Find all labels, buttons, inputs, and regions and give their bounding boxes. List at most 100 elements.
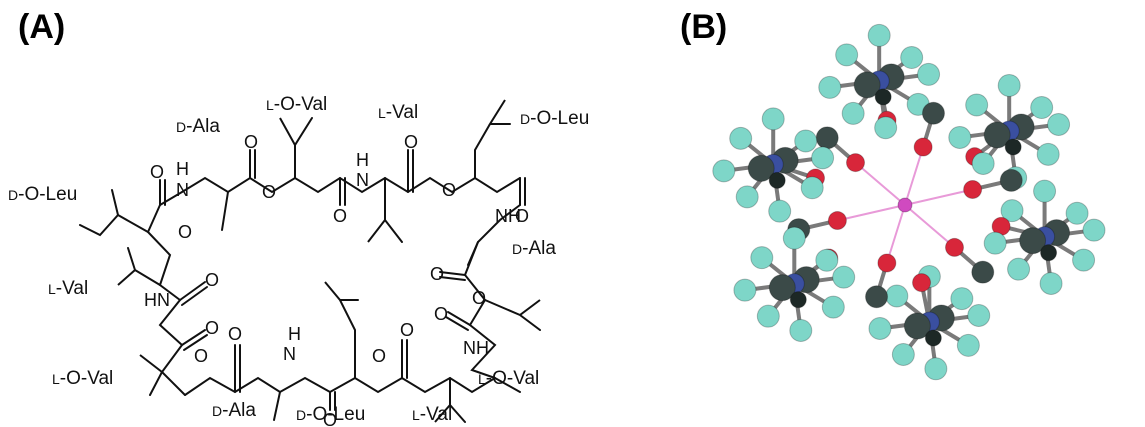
panel-a-label: (A) (18, 8, 66, 46)
bond (1044, 228, 1095, 239)
atom-n: N (283, 344, 296, 364)
nitrogen-atom (918, 311, 940, 333)
carbon-atom (971, 260, 995, 284)
carbon-atom (771, 146, 799, 174)
bond (877, 80, 889, 121)
residue-label-d-ala: D-Ala (512, 238, 556, 259)
atom-o: O (404, 132, 418, 152)
carbon-atom (1007, 113, 1035, 141)
hydrogen-atom (733, 278, 757, 302)
hydrogen-atom (782, 226, 806, 250)
atom-o: O (228, 324, 242, 344)
bond-lines (79, 99, 541, 423)
bond (953, 245, 985, 274)
nitrogen-atom (868, 70, 890, 92)
carbon-atom (853, 71, 881, 99)
residue-label-d-o-leu: D-O-Leu (8, 184, 77, 205)
hydrogen-atom (948, 125, 972, 149)
atom-o: O (178, 222, 192, 242)
hydrogen-atom (891, 342, 915, 366)
carbon-atom (768, 171, 786, 189)
bond (919, 282, 932, 323)
hydrogen-atom (756, 304, 780, 328)
residue-label-l-val: L-Val (412, 404, 452, 425)
oxygen-atom (944, 237, 964, 257)
atom-o: O (323, 410, 337, 427)
hydrogen-atom (956, 333, 980, 357)
bond (845, 53, 881, 83)
atom-n-h: H (288, 324, 301, 344)
residue-label-d-o-leu: D-O-Leu (520, 108, 589, 129)
atom-labels: O H N O O O H N O O O NH O O HN O O O H … (144, 132, 529, 427)
nitrogen-atom (762, 153, 784, 175)
bond (895, 294, 931, 324)
hydrogen-atom (768, 199, 792, 223)
hydrogen-atom (1072, 248, 1096, 272)
atom-o: O (150, 162, 164, 182)
bond (1008, 105, 1043, 133)
carbon-atom (983, 121, 1011, 149)
residue-labels: D-Ala L-O-Val L-Val D-O-Leu D-O-Leu D-Al… (8, 94, 589, 425)
atom-o: O (442, 180, 456, 200)
carbon-atom (747, 154, 775, 182)
residue-label-l-val: L-Val (48, 278, 88, 299)
bond (1043, 211, 1079, 239)
atom-o: O (515, 206, 529, 226)
atom-o: O (205, 318, 219, 338)
bond (972, 178, 1012, 192)
atom-o: O (400, 320, 414, 340)
atom-o: O (472, 288, 486, 308)
bond (973, 129, 1011, 159)
atom-nh: NH (463, 338, 489, 358)
hydrogen-atom (794, 129, 818, 153)
hydrogen-atom (821, 295, 845, 319)
bond (928, 320, 970, 348)
bond (772, 155, 823, 167)
bond (1043, 234, 1085, 262)
structural-formula: O H N O O O H N O O O NH O O HN O O O H … (8, 94, 589, 427)
bond (1008, 122, 1059, 133)
bond (1017, 235, 1047, 271)
atom-n: N (176, 180, 189, 200)
bond (975, 103, 1011, 133)
oxygen-atom (913, 137, 933, 157)
hydrogen-atom (965, 93, 989, 117)
hydrogen-atom (835, 43, 859, 67)
oxygen-atom (846, 153, 866, 173)
hydrogen-atom (971, 151, 995, 175)
bond (904, 146, 925, 206)
bond (794, 275, 844, 286)
bond (772, 139, 807, 166)
hydrogen-atom (997, 73, 1021, 97)
hydrogen-atom (761, 107, 785, 131)
bond (825, 136, 857, 165)
residue-label-d-o-leu: D-O-Leu (296, 404, 365, 425)
bond (878, 72, 929, 83)
hydrogen-atom (800, 176, 824, 200)
bond (878, 55, 913, 83)
hydrogen-atom (867, 23, 891, 47)
carbon-atom (877, 63, 905, 91)
atom-o: O (333, 206, 347, 226)
carbon-atom (874, 88, 892, 106)
bond (904, 188, 973, 206)
hydrogen-atom (832, 265, 856, 289)
bond (723, 162, 774, 173)
bond (874, 262, 889, 298)
oxygen-atom (963, 179, 983, 199)
bond (792, 283, 803, 331)
bond (885, 204, 906, 264)
hydrogen-atom (1039, 271, 1063, 295)
bond (921, 112, 936, 148)
carbon-atom (924, 329, 942, 347)
atom-o: O (372, 346, 386, 366)
carbon-atom (789, 291, 807, 309)
atom-n-h: H (176, 159, 189, 179)
carbon-atom (815, 126, 839, 150)
hydrogen-atom (900, 46, 924, 70)
oxygen-atom (819, 248, 839, 268)
hydrogen-atom (815, 248, 839, 272)
carbon-atom (1004, 138, 1022, 156)
bond (793, 258, 828, 286)
hydrogen-atom (1082, 218, 1106, 242)
